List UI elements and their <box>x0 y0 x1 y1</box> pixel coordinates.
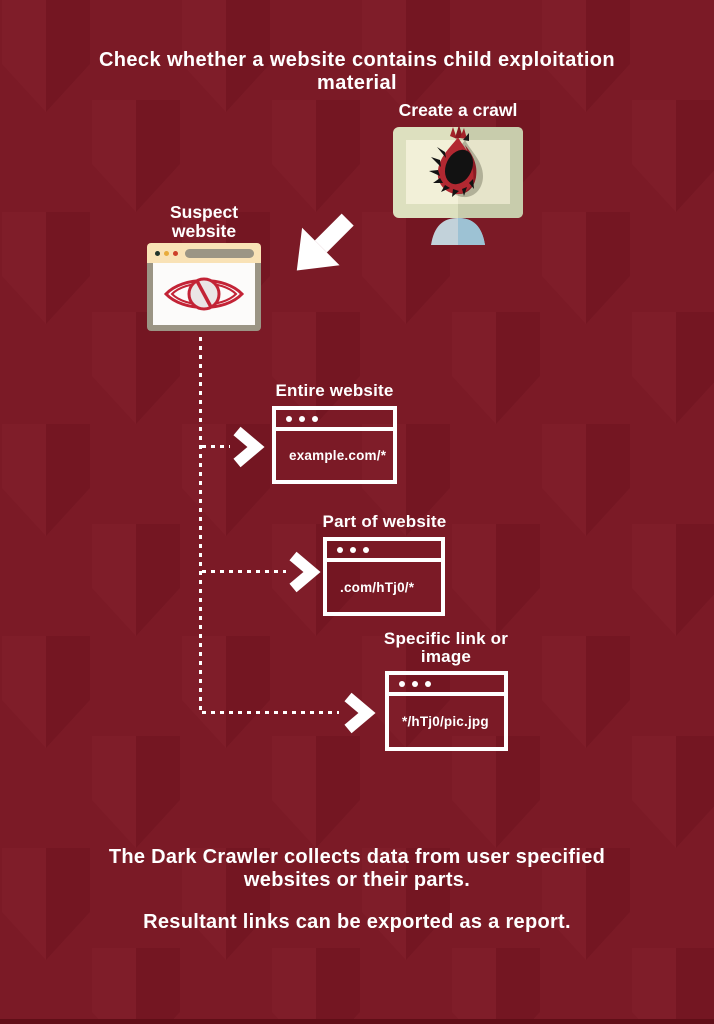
connector-line-entire <box>202 445 230 448</box>
window-dot-icon <box>312 415 318 422</box>
blocked-eye-icon <box>163 277 245 311</box>
box-titlebar <box>389 675 504 696</box>
chevron-right-icon <box>344 692 376 734</box>
window-dot-icon <box>337 546 343 553</box>
window-dot-icon <box>412 680 418 687</box>
window-dot-icon <box>399 680 405 687</box>
option-label-entire-website: Entire website <box>275 381 394 400</box>
option-label-specific-link: Specific link or image <box>383 629 509 666</box>
window-dot-icon <box>425 680 431 687</box>
option-url-part-of-website: .com/hTj0/* <box>340 579 415 595</box>
option-url-specific-link: */hTj0/pic.jpg <box>402 714 489 729</box>
suspect-browser-icon <box>147 243 261 331</box>
browser-titlebar <box>147 243 261 263</box>
connector-vertical-line <box>199 337 202 713</box>
box-titlebar <box>327 541 441 562</box>
footer-text-report: Resultant links can be exported as a rep… <box>143 911 571 933</box>
option-box-part-of-website: .com/hTj0/* <box>323 537 445 616</box>
arrow-down-left-icon <box>296 213 354 271</box>
option-label-part-of-website: Part of website <box>322 512 447 531</box>
box-content: */hTj0/pic.jpg <box>389 696 504 747</box>
onion-logo-icon <box>429 125 483 198</box>
option-box-entire-website: example.com/* <box>272 406 397 484</box>
option-box-specific-link: */hTj0/pic.jpg <box>385 671 508 751</box>
window-dot-icon <box>363 546 369 553</box>
chevron-right-icon <box>289 551 321 593</box>
option-url-entire-website: example.com/* <box>289 448 387 463</box>
browser-content <box>147 263 261 331</box>
box-content: .com/hTj0/* <box>327 562 441 612</box>
bottom-edge-strip <box>0 1019 714 1024</box>
suspect-website-label: Suspect website <box>169 202 239 241</box>
monitor-stand-icon <box>431 218 485 245</box>
box-content: example.com/* <box>276 431 393 480</box>
window-dot-icon <box>299 415 305 422</box>
window-dot-icon <box>350 546 356 553</box>
address-bar <box>185 249 254 258</box>
monitor-icon <box>393 125 523 245</box>
create-crawl-label: Create a crawl <box>398 100 518 120</box>
connector-line-part <box>202 570 286 573</box>
connector-line-specific <box>202 711 339 714</box>
window-dot-dark-icon <box>155 250 160 256</box>
box-titlebar <box>276 410 393 431</box>
window-dot-icon <box>286 415 292 422</box>
chevron-right-icon <box>233 426 265 468</box>
window-dot-red-icon <box>173 250 178 256</box>
window-dot-yellow-icon <box>164 250 169 256</box>
page-title: Check whether a website contains child e… <box>98 49 616 95</box>
footer-text-collects: The Dark Crawler collects data from user… <box>108 846 606 891</box>
